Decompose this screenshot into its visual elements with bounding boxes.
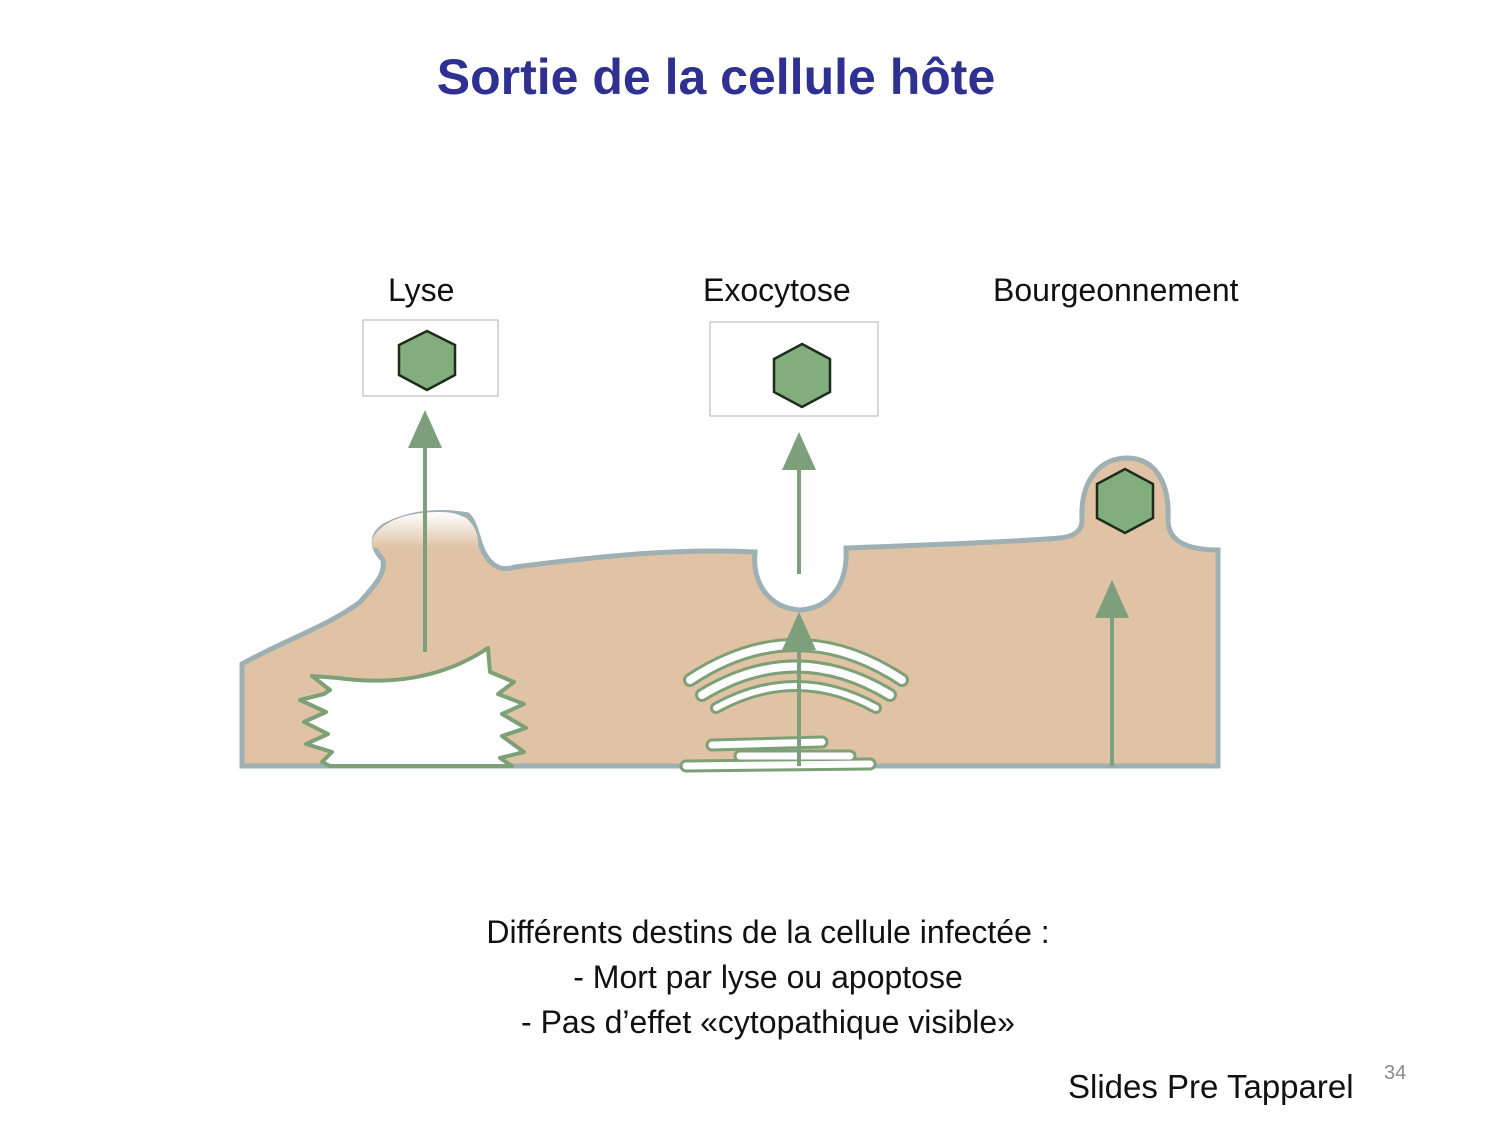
virion-hexagon-exocytosis [772,342,832,409]
arrow-exocytosis-lower [782,612,816,766]
arrow-lysis [408,410,442,652]
slide-credit: Slides Pre Tapparel [1068,1068,1354,1105]
virion-hexagon-lysis [397,329,457,392]
endoplasmic-reticulum [679,735,877,773]
label-exocytosis: Exocytose [703,272,851,308]
caption-line-1: Différents destins de la cellule infecté… [486,914,1050,950]
caption-line-3: - Pas d’effet «cytopathique visible» [521,1004,1015,1040]
virion-hexagon-budding [1095,467,1155,535]
golgi-apparatus [683,638,909,714]
label-budding: Bourgeonnement [993,272,1239,308]
caption-line-2: - Mort par lyse ou apoptose [573,959,963,995]
caption: Différents destins de la cellule infecté… [0,910,1500,1045]
arrow-exocytosis-upper [782,432,816,574]
label-lysis: Lyse [388,272,455,308]
lysis-vacuole [298,646,528,768]
slide-title: Sortie de la cellule hôte [436,49,996,105]
page-number: 34 [1384,1062,1407,1084]
arrow-budding [1095,580,1129,766]
